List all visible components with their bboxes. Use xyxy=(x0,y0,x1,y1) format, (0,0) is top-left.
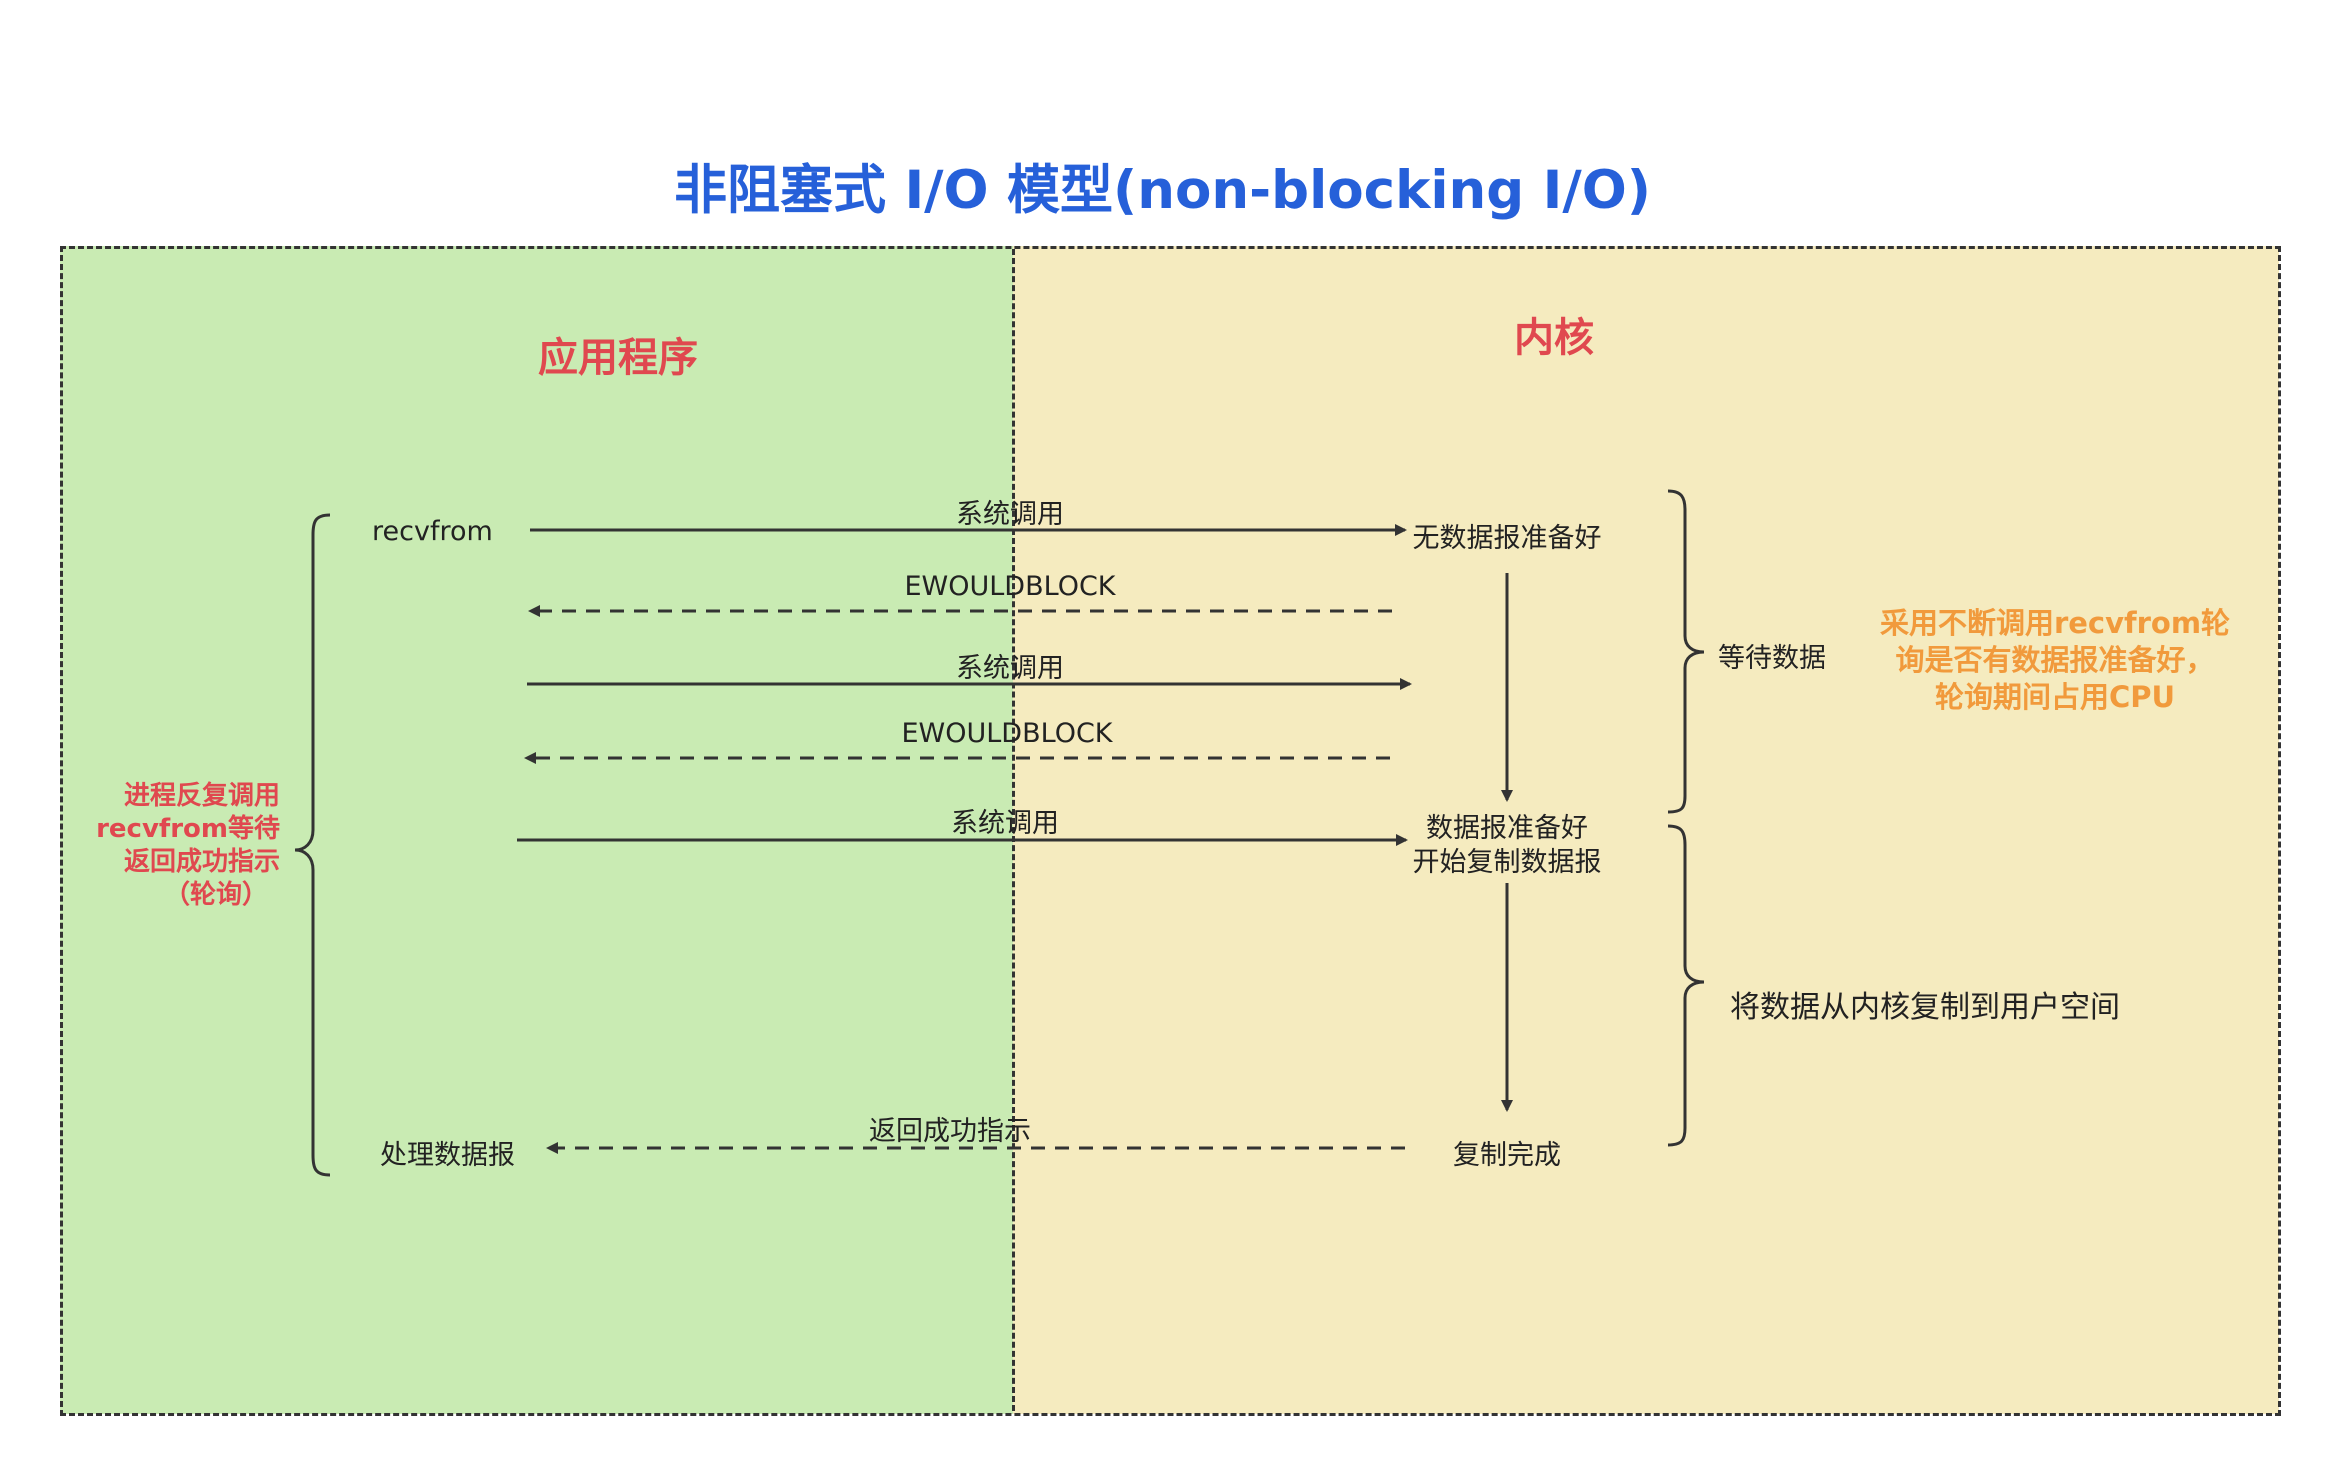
polling-note-line: 进程反复调用 xyxy=(123,781,280,811)
recvfrom-label: recvfrom xyxy=(372,516,493,547)
arrow-label-syscall-1: 系统调用 xyxy=(956,499,1064,530)
diagram-title: 非阻塞式 I/O 模型(non-blocking I/O) xyxy=(674,160,1651,221)
cpu-usage-note-line: 采用不断调用recvfrom轮 xyxy=(1879,606,2231,640)
diagram-frame xyxy=(60,246,2281,1416)
arrow-label-ewouldblock-2: EWOULDBLOCK xyxy=(901,718,1113,749)
arrow-label-success: 返回成功指示 xyxy=(869,1116,1031,1147)
copy-brace xyxy=(1667,824,1705,1147)
kernel-panel xyxy=(1013,246,2279,1414)
wait-brace xyxy=(1667,489,1705,814)
copy-complete-label: 复制完成 xyxy=(1453,1140,1561,1171)
section-title-app: 应用程序 xyxy=(538,335,698,381)
no-datagram-ready-label: 无数据报准备好 xyxy=(1412,523,1602,554)
cpu-usage-note-line: 轮询期间占用CPU xyxy=(1934,680,2176,714)
arrow-label-syscall-2: 系统调用 xyxy=(956,653,1064,684)
polling-note: 进程反复调用 recvfrom等待 返回成功指示 （轮询） xyxy=(30,780,280,912)
wait-data-label: 等待数据 xyxy=(1718,643,1826,674)
application-panel xyxy=(60,246,1013,1414)
arrow-label-ewouldblock-1: EWOULDBLOCK xyxy=(904,571,1116,602)
panel-divider xyxy=(1012,249,1015,1411)
process-datagram-label: 处理数据报 xyxy=(380,1140,515,1171)
arrow-label-syscall-3: 系统调用 xyxy=(951,808,1059,839)
polling-note-line: recvfrom等待 xyxy=(96,814,280,844)
polling-note-line: （轮询） xyxy=(163,880,268,910)
cpu-usage-note-line: 询是否有数据报准备好， xyxy=(1895,643,2215,677)
copy-to-user-label: 将数据从内核复制到用户空间 xyxy=(1730,990,2120,1025)
datagram-ready-label: 数据报准备好 xyxy=(1426,813,1588,844)
start-copy-label: 开始复制数据报 xyxy=(1412,847,1602,878)
section-title-kernel: 内核 xyxy=(1514,315,1594,361)
cpu-usage-note: 采用不断调用recvfrom轮 询是否有数据报准备好， 轮询期间占用CPU xyxy=(1860,605,2250,716)
left-brace xyxy=(294,513,331,1177)
polling-note-line: 返回成功指示 xyxy=(123,847,280,877)
